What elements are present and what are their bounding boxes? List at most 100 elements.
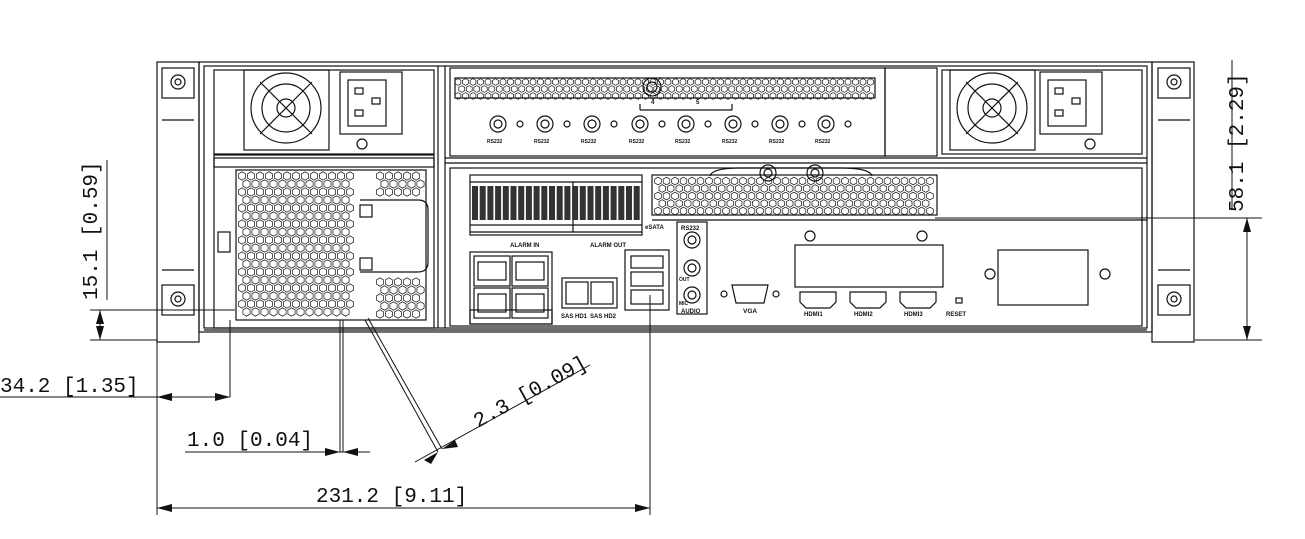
vent-hole (760, 184, 768, 193)
vent-hole (269, 275, 278, 285)
terminal-pin (541, 186, 548, 220)
vent-hole (905, 184, 913, 193)
vga-port (720, 284, 780, 304)
label-rs232-audio: RS232 (681, 226, 700, 232)
vent-hole (296, 195, 305, 205)
vent-hole (292, 299, 300, 309)
vent-hole (269, 179, 278, 189)
vent-hole (892, 191, 900, 201)
vent-hole (845, 184, 853, 193)
vent-hole (713, 85, 721, 93)
vent-hole (871, 184, 879, 193)
vent-hole (319, 235, 327, 245)
vent-hole (730, 176, 739, 186)
vent-hole (597, 78, 604, 86)
vent-hole (747, 92, 754, 100)
vent-hole (514, 92, 522, 100)
terminal-pin (487, 186, 494, 220)
vent-hole (407, 179, 416, 189)
vent-hole (238, 299, 246, 309)
alarm-terminal-block (469, 174, 643, 236)
vent-hole (619, 78, 627, 86)
dim-1-0: 1.0 [0.04] (187, 430, 313, 453)
vent-hole (287, 275, 296, 285)
vent-hole (310, 299, 318, 309)
vent-hole (612, 78, 619, 86)
vent-hole (323, 243, 332, 253)
vent-hole (287, 179, 296, 189)
vent-hole (671, 176, 679, 186)
vent-hole (314, 307, 323, 317)
vent-hole (672, 78, 679, 86)
vent-hole (696, 206, 705, 216)
vent-hole (717, 78, 724, 86)
vent-hole (841, 206, 849, 216)
rs232-jack-core (540, 119, 550, 129)
vent-hole (574, 92, 582, 100)
vent-hole (407, 285, 416, 295)
terminal-pin (595, 186, 602, 220)
vent-hole (323, 179, 332, 189)
vent-hole (688, 206, 696, 216)
vent-hole (909, 191, 917, 201)
vent-hole (544, 78, 552, 86)
vent-hole (769, 78, 777, 86)
vent-hole (283, 203, 291, 213)
vent-hole (563, 85, 571, 93)
vent-hole (604, 78, 612, 86)
vent-hole (765, 85, 773, 93)
vent-hole (314, 243, 323, 253)
vent-hole (477, 92, 484, 100)
vent-hole (807, 92, 814, 100)
vent-hole (398, 285, 407, 295)
vent-hole (892, 176, 900, 186)
rs232-jack-core (681, 119, 691, 129)
vent-hole (694, 92, 702, 100)
vent-hole (256, 267, 264, 277)
vent-hole (807, 176, 815, 186)
vent-hole (769, 92, 777, 100)
left-vent-panel (213, 157, 435, 329)
label-slot5: 5 (696, 100, 700, 106)
vent-hole (337, 299, 345, 309)
vent-hole (540, 85, 548, 93)
vent-hole (518, 85, 526, 93)
vent-hole (544, 92, 552, 100)
vent-hole (837, 78, 844, 86)
right-psu (941, 69, 1143, 155)
vent-hole (310, 235, 318, 245)
rs232-jack-core (587, 119, 597, 129)
rs232-label: RS232 (629, 139, 645, 145)
hdmi-ports (799, 291, 963, 309)
vent-hole (488, 85, 496, 93)
terminal-pin (626, 186, 632, 220)
vent-hole (922, 199, 930, 208)
vent-hole (337, 187, 345, 197)
vent-hole (743, 85, 751, 93)
vent-hole (815, 176, 824, 186)
vent-hole (274, 187, 282, 197)
vent-hole (854, 184, 862, 193)
vent-hole (346, 219, 354, 229)
vent-hole (332, 179, 341, 189)
vent-hole (278, 259, 287, 269)
vent-hole (260, 211, 269, 221)
vent-hole (863, 85, 871, 93)
vent-hole (909, 176, 917, 186)
vent-hole (251, 275, 260, 285)
vent-hole (296, 243, 305, 253)
vent-hole (718, 199, 726, 208)
vent-hole (305, 211, 314, 221)
vent-hole (848, 85, 856, 93)
vent-hole (743, 199, 751, 208)
vent-hole (301, 187, 309, 197)
vent-hole (634, 78, 642, 86)
vent-hole (301, 283, 309, 293)
rs232-jack-core (635, 119, 645, 129)
vent-hole (242, 179, 251, 189)
vent-hole (589, 78, 597, 86)
vent-hole (900, 206, 909, 216)
vent-hole (305, 179, 314, 189)
vent-hole (849, 191, 858, 201)
